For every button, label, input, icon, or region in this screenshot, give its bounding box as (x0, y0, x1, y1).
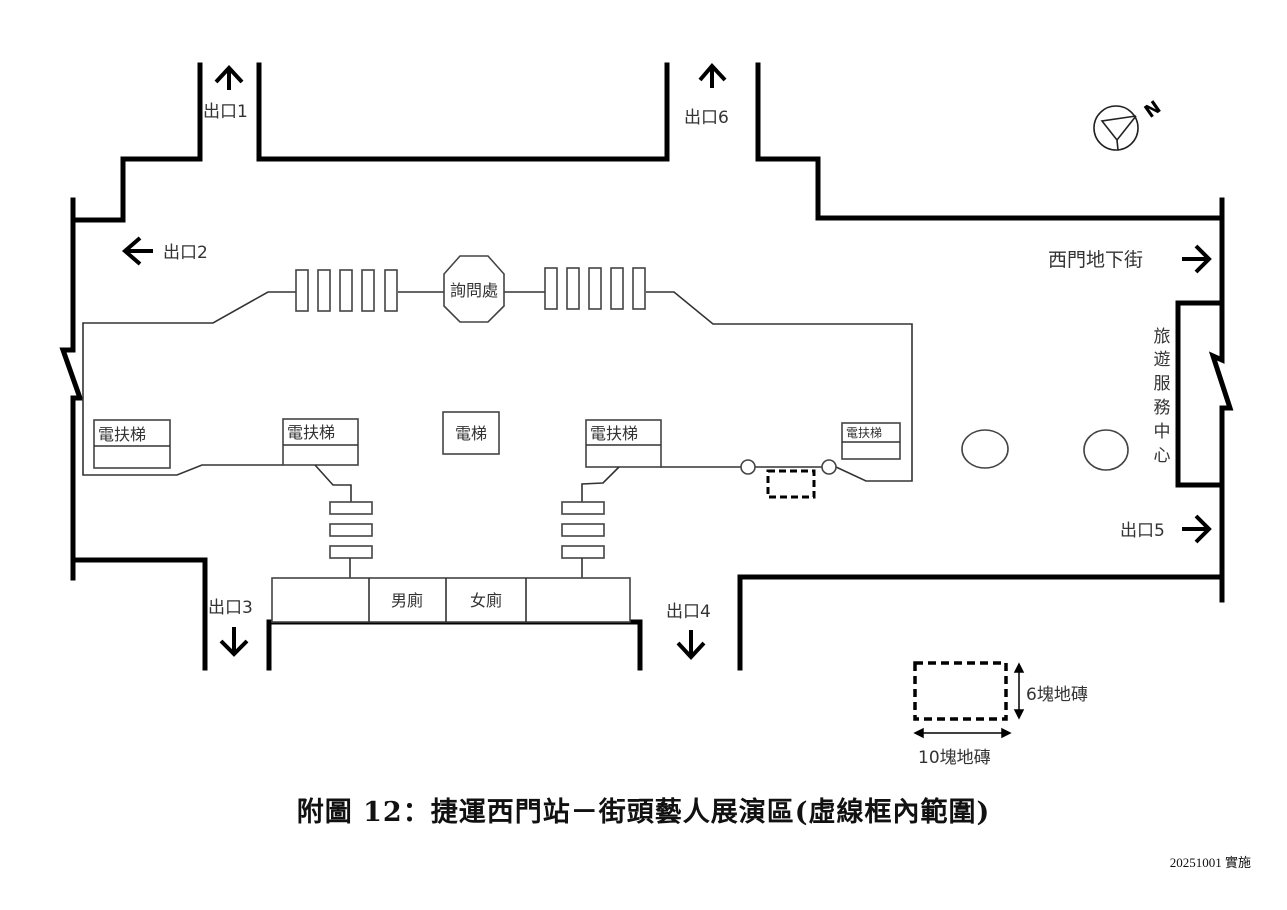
escalator-4-label: 電扶梯 (846, 425, 882, 440)
exit-1[interactable]: 出口1 (203, 65, 248, 122)
womens-restroom-label: 女廁 (470, 591, 502, 610)
exit-1-label: 出口1 (203, 102, 248, 122)
elevator-label: 電梯 (455, 424, 487, 443)
wall-south-center (266, 619, 643, 671)
north-compass-icon: N (1093, 97, 1165, 151)
stairs-left (314, 464, 373, 578)
ximen-underground-mall-exit[interactable]: 西門地下街 (1048, 244, 1212, 274)
exit-5[interactable]: 出口5 (1120, 514, 1212, 544)
fare-gates-right (544, 267, 646, 310)
tourist-center-char: 旅 (1154, 327, 1171, 347)
outer-walls (59, 62, 1234, 671)
escalator-3-label: 電扶梯 (590, 424, 638, 443)
wall-southeast (737, 574, 1225, 671)
mens-restroom-label: 男廁 (391, 591, 423, 610)
exit-3-label: 出口3 (208, 598, 253, 618)
restroom-block: 男廁 女廁 (271, 577, 631, 623)
tourist-center-char: 務 (1154, 398, 1171, 418)
ximen-underground-mall-label: 西門地下街 (1048, 249, 1143, 271)
escalator-3[interactable]: 電扶梯 (585, 419, 662, 468)
pillars (740, 429, 1129, 475)
wall-southwest (70, 557, 208, 671)
wall-northwest (70, 62, 203, 223)
wall-east-door (1208, 300, 1234, 488)
exit-2-label: 出口2 (163, 243, 208, 263)
wall-northeast (755, 62, 1225, 221)
arrow-left-icon (121, 236, 153, 266)
north-label: N (1141, 97, 1165, 123)
legend-width-label: 10塊地磚 (918, 748, 991, 768)
tourist-center-char: 服 (1154, 374, 1171, 394)
escalator-1[interactable]: 電扶梯 (93, 419, 171, 469)
fare-gates-left (295, 269, 398, 312)
legend: 6塊地磚 10塊地磚 (913, 661, 1088, 768)
vertical-double-arrow-icon (1013, 662, 1025, 720)
performance-area[interactable] (766, 469, 816, 499)
legend-height-label: 6塊地磚 (1026, 685, 1088, 705)
elevator[interactable]: 電梯 (442, 411, 500, 455)
exit-6[interactable]: 出口6 (684, 62, 729, 128)
arrow-down-icon (676, 630, 706, 660)
escalator-2[interactable]: 電扶梯 (282, 418, 359, 466)
wall-east-upper (1175, 197, 1225, 603)
arrow-up-icon (214, 65, 244, 90)
stairs-right (561, 466, 620, 578)
figure-caption: 附圖 12：捷運西門站－街頭藝人展演區(虛線框內範圍) (296, 797, 991, 828)
legend-dashed-box (913, 661, 1008, 721)
information-desk[interactable]: 詢問處 (443, 255, 505, 323)
arrow-down-icon (219, 627, 249, 657)
tourist-center-char: 遊 (1154, 350, 1171, 370)
escalator-4[interactable]: 電扶梯 (841, 422, 901, 460)
arrow-up-icon (698, 62, 727, 88)
exit-4[interactable]: 出口4 (666, 602, 711, 660)
tourist-center-char: 心 (1154, 446, 1171, 466)
escalator-2-label: 電扶梯 (287, 423, 335, 442)
information-desk-label: 詢問處 (450, 281, 498, 300)
tourist-center-char: 中 (1154, 422, 1171, 442)
exit-6-label: 出口6 (684, 108, 729, 128)
exit-4-label: 出口4 (666, 602, 711, 622)
escalator-1-label: 電扶梯 (98, 425, 146, 444)
concourse-outline (82, 291, 913, 482)
exit-3[interactable]: 出口3 (208, 598, 253, 657)
effective-date-stamp: 20251001 實施 (1169, 855, 1251, 870)
wall-west (59, 197, 84, 581)
horizontal-double-arrow-icon (913, 727, 1012, 739)
tourist-service-center[interactable]: 旅 遊 服 務 中 心 (1154, 327, 1171, 466)
exit-5-label: 出口5 (1120, 521, 1165, 541)
wall-north-center (256, 62, 670, 162)
arrow-right-icon (1182, 244, 1212, 274)
arrow-right-icon (1182, 514, 1212, 544)
exit-2[interactable]: 出口2 (121, 236, 208, 266)
